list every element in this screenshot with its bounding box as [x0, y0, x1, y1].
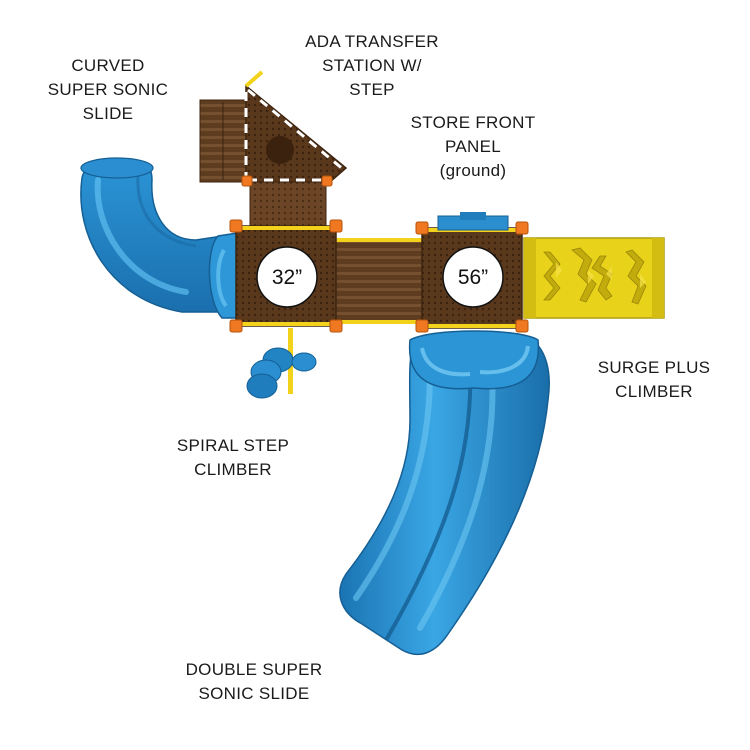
curved-slide-label: CURVED SUPER SONIC SLIDE: [47, 56, 169, 123]
surge-plus-climber: [523, 237, 665, 319]
surge-climber-label: SURGE PLUS CLIMBER: [597, 358, 711, 401]
left-deck-height-text: 32”: [272, 266, 302, 289]
store-front-label: STORE FRONT PANEL (ground): [410, 113, 536, 180]
double-super-sonic-slide: [339, 330, 550, 655]
store-front-panel: [437, 212, 509, 231]
ada-connector-deck: [249, 181, 327, 229]
right-deck-height-marker: 56”: [442, 246, 504, 308]
ada-station-label: ADA TRANSFER STATION W/ STEP: [305, 32, 439, 99]
right-deck-height-text: 56”: [458, 266, 488, 289]
left-deck-height-marker: 32”: [256, 246, 318, 308]
deck-bridge: [333, 238, 423, 324]
ada-transfer-platform: [244, 70, 348, 183]
double-slide-label: DOUBLE SUPER SONIC SLIDE: [185, 660, 323, 703]
spiral-climber-label: SPIRAL STEP CLIMBER: [176, 436, 290, 479]
ada-transfer-steps: [199, 99, 247, 183]
corner-clamps: [229, 175, 529, 333]
spiral-step-climber: [246, 328, 317, 399]
